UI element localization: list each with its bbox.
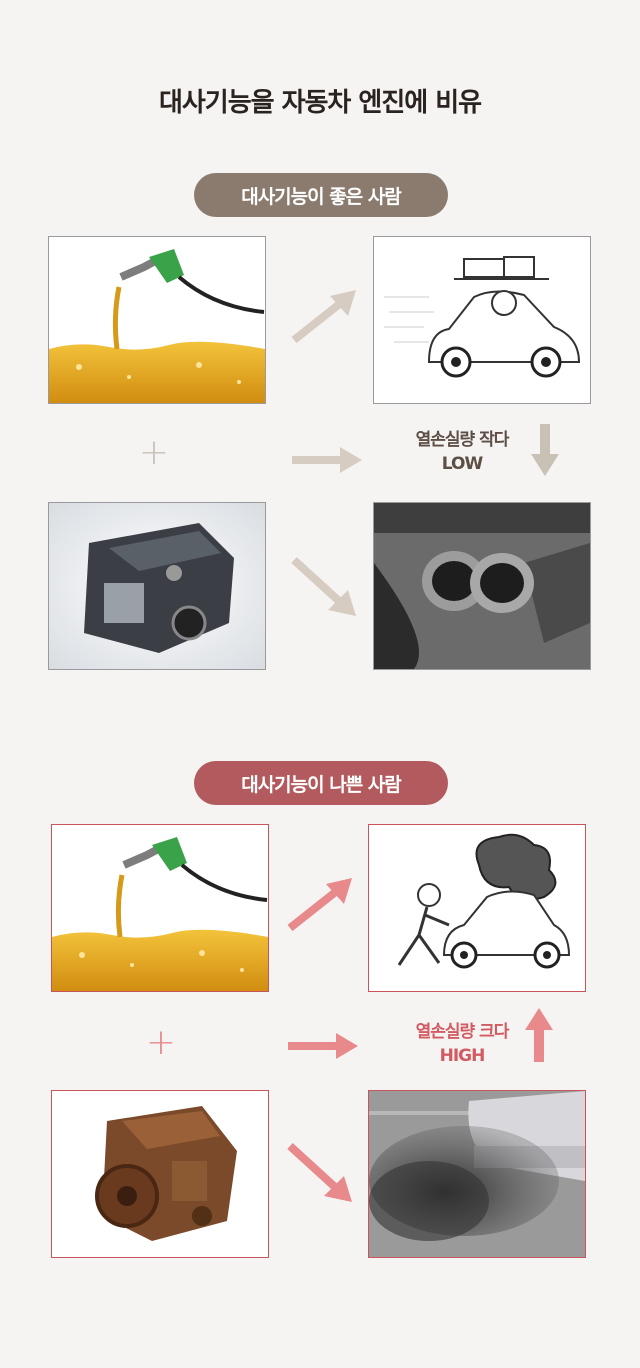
heat-loss-text-good: 열손실량 작다: [415, 430, 510, 450]
happy-car-illustration: [373, 236, 591, 404]
heat-loss-text-bad: 열손실량 크다: [415, 1022, 510, 1042]
arrow-down-good: [530, 424, 560, 476]
fuel-nozzle-image-bad: [51, 824, 269, 992]
arrow-down-right-good: [290, 556, 358, 618]
heat-loss-level-good: LOW: [441, 454, 483, 474]
fuel-nozzle-image-good: [48, 236, 266, 404]
plus-sign-good: +: [138, 432, 170, 473]
arrow-up-right-bad: [286, 876, 354, 934]
rusty-engine-image: [51, 1090, 269, 1258]
arrow-down-right-bad: [286, 1142, 354, 1204]
page-title: 대사기능을 자동차 엔진에 비유: [158, 88, 482, 118]
arrow-right-bad: [288, 1032, 358, 1060]
clean-engine-image: [48, 502, 266, 670]
bad-metabolism-badge: 대사기능이 나쁜 사람: [194, 761, 448, 805]
heat-loss-label-bad: 열손실량 크다 HIGH: [400, 1020, 524, 1068]
arrow-right-good: [292, 446, 362, 474]
plus-sign-bad: +: [145, 1022, 177, 1063]
smoky-exhaust-image: [368, 1090, 586, 1258]
arrow-up-right-good: [290, 288, 358, 346]
clean-exhaust-image: [373, 502, 591, 670]
heat-loss-label-good: 열손실량 작다 LOW: [400, 428, 524, 476]
heat-loss-level-bad: HIGH: [439, 1046, 486, 1066]
good-metabolism-badge: 대사기능이 좋은 사람: [194, 173, 448, 217]
arrow-up-bad: [524, 1008, 554, 1062]
pushing-car-illustration: [368, 824, 586, 992]
